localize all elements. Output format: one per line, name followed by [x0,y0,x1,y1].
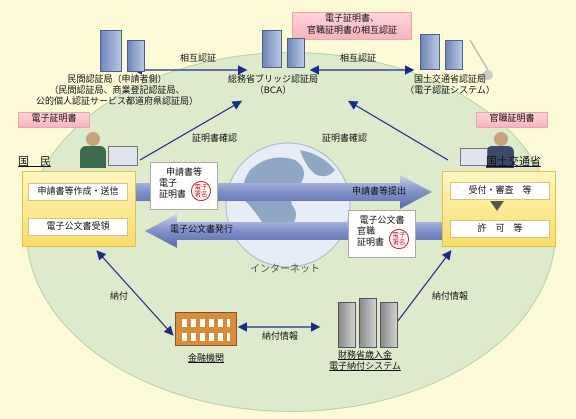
bank-building-icon [175,312,237,346]
payment-right-label: 納付情報 [432,292,469,302]
cert-check-left-arrow [139,100,243,161]
treasury-server-icon [338,298,398,351]
official-seal-icon: 電子 署名 [389,229,409,249]
cert-check-right-label: 証明書確認 [322,134,368,144]
center-ca-label: 総務省ブリッジ認証局 （BCA） [227,75,318,96]
bank-label: 金融機関 [187,354,224,364]
application-doc: 申請書等 電子 証明書 電子 署名 [150,162,218,210]
payment-right-arrow [386,250,452,336]
official-doc: 電子公文書 官職 証明書 電子 署名 [348,210,416,258]
mlit-pc-icon [460,148,488,166]
signature-seal-icon: 電子 署名 [191,181,211,201]
citizen-pc-icon [108,146,138,166]
official-doc-cert: 官職 証明書 [357,227,385,248]
application-doc-cert: 電子 証明書 [159,179,187,200]
mutual-auth-right-label: 相互認証 [339,54,376,64]
official-doc-title: 電子公文書 [359,216,405,226]
left-ca-label: 民間認証局（申請者側） （民間認証局、商業登記認証局、 公的個人認証サービス都道… [35,75,198,107]
payment-left-label: 納付 [110,292,129,302]
review-step: 受付・審査 等 [450,182,550,200]
payment-center-label: 納付情報 [262,332,299,342]
mlit-label: 国土交通省 [486,155,541,168]
create-submit-step: 申請書等作成・送信 [28,183,128,201]
citizen-person-icon [80,132,106,168]
cert-check-right-arrow [347,100,449,161]
right-cert-box: 官職証明書 [476,112,548,128]
approve-step: 許 可 等 [450,220,550,238]
receive-official-doc-step: 電子公文書受領 [28,218,128,236]
right-ca-server-icon [420,34,463,73]
left-ca-server-icon [100,30,145,75]
citizen-label: 国 民 [18,155,51,168]
mutual-cert-box: 電子証明書、 官職証明書の相互認証 [292,12,412,40]
mlit-person-icon [486,132,514,168]
submit-arrow-label: 申請書等提出 [352,187,407,197]
center-ca-server-icon [262,30,305,71]
payment-left-arrow [96,250,174,336]
mutual-auth-left-label: 相互認証 [179,54,216,64]
left-cert-box: 電子証明書 [18,112,90,128]
application-doc-title: 申請書等 [165,168,202,178]
internet-label: インターネット [250,264,320,275]
down-arrow-icon [490,201,504,211]
issue-arrow-label: 電子公文書発行 [170,225,234,235]
cert-check-left-label: 証明書確認 [192,134,238,144]
treasury-label: 財務省歳入金 電子納付システム [329,351,401,372]
right-ca-label: 国土交通省認証局 （電子認証システム） [405,75,495,96]
